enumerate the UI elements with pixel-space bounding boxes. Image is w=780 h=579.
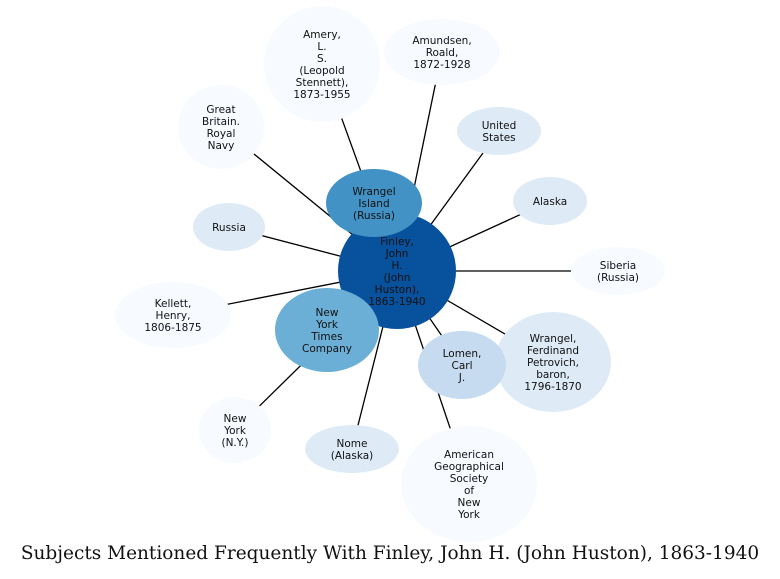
node-ags-label: Geographical bbox=[434, 461, 504, 473]
node-finley-label: Huston), bbox=[375, 284, 420, 296]
node-wrangel-island-label: Island bbox=[358, 198, 389, 210]
node-amery-label: S. bbox=[317, 53, 327, 65]
node-finley-ellipse bbox=[338, 213, 456, 329]
node-kellett-label: Henry, bbox=[156, 310, 191, 322]
node-amery-label: 1873-1955 bbox=[293, 89, 350, 101]
node-new-york-times-label: New bbox=[316, 307, 339, 319]
node-finley-label: Finley, bbox=[380, 236, 414, 248]
node-wrangel-island-label: Wrangel bbox=[352, 186, 395, 198]
node-amundsen-label: Roald, bbox=[426, 47, 459, 59]
node-new-york-times-label: York bbox=[315, 319, 339, 331]
node-great-britain-label: Royal bbox=[207, 128, 236, 140]
node-wrangel-ferdinand-ellipse bbox=[495, 312, 611, 412]
node-united-states-ellipse bbox=[457, 107, 541, 155]
node-alaska-label: Alaska bbox=[533, 196, 567, 208]
node-kellett-label: Kellett, bbox=[155, 298, 192, 310]
node-kellett-label: 1806-1875 bbox=[144, 322, 201, 334]
node-amery-label: Amery, bbox=[303, 29, 341, 41]
node-ags-ellipse bbox=[401, 426, 537, 542]
node-siberia-ellipse bbox=[571, 247, 665, 295]
node-new-york-times-label: Times bbox=[310, 331, 342, 343]
node-wrangel-ferdinand-label: 1796-1870 bbox=[524, 381, 581, 393]
node-amery-label: (Leopold bbox=[299, 65, 344, 77]
node-amundsen-label: 1872-1928 bbox=[413, 59, 470, 71]
node-new-york-times-label: Company bbox=[302, 343, 352, 355]
node-ags-label: American bbox=[444, 449, 494, 461]
node-finley-label: John bbox=[385, 248, 409, 260]
node-russia: Russia bbox=[193, 203, 265, 251]
node-nome: Nome(Alaska) bbox=[305, 425, 399, 473]
node-lomen-label: J. bbox=[458, 372, 465, 384]
node-nome-label: Nome bbox=[337, 438, 368, 450]
node-amery-ellipse bbox=[264, 6, 380, 122]
node-ags-label: York bbox=[457, 509, 481, 521]
node-new-york-times-ellipse bbox=[275, 288, 379, 372]
node-siberia-label: (Russia) bbox=[597, 272, 639, 284]
node-finley-label: 1863-1940 bbox=[368, 296, 425, 308]
node-amundsen-ellipse bbox=[384, 19, 500, 85]
node-united-states-label: United bbox=[482, 120, 517, 132]
node-new-york-ellipse bbox=[199, 397, 271, 463]
node-wrangel-ferdinand-label: Petrovich, bbox=[527, 357, 579, 369]
diagram-caption: Subjects Mentioned Frequently With Finle… bbox=[20, 543, 760, 564]
node-alaska: Alaska bbox=[513, 177, 587, 225]
node-nome-label: (Alaska) bbox=[331, 450, 374, 462]
node-siberia-label: Siberia bbox=[600, 260, 636, 272]
node-finley-label: (John bbox=[384, 272, 411, 284]
node-amundsen: Amundsen,Roald,1872-1928 bbox=[384, 19, 500, 85]
node-united-states-label: States bbox=[482, 132, 515, 144]
node-new-york-label: (N.Y.) bbox=[221, 437, 248, 449]
node-lomen-label: Lomen, bbox=[443, 348, 482, 360]
node-great-britain-ellipse bbox=[178, 85, 264, 169]
node-ags-label: of bbox=[464, 485, 474, 497]
node-ags-label: Society bbox=[450, 473, 489, 485]
node-wrangel-ferdinand-label: baron, bbox=[536, 369, 570, 381]
node-new-york-label: York bbox=[223, 425, 247, 437]
node-wrangel-ferdinand: Wrangel,FerdinandPetrovich,baron,1796-18… bbox=[495, 312, 611, 412]
node-wrangel-island-ellipse bbox=[326, 169, 422, 237]
node-russia-label: Russia bbox=[212, 222, 246, 234]
node-great-britain-label: Great bbox=[206, 104, 235, 116]
node-amundsen-label: Amundsen, bbox=[412, 35, 471, 47]
node-amery-label: Stennett), bbox=[296, 77, 349, 89]
node-amery-label: L. bbox=[317, 41, 326, 53]
node-great-britain-label: Britain. bbox=[202, 116, 240, 128]
node-wrangel-island-label: (Russia) bbox=[353, 210, 395, 222]
node-new-york-label: New bbox=[224, 413, 247, 425]
node-finley-label: H. bbox=[391, 260, 402, 272]
node-kellett: Kellett,Henry,1806-1875 bbox=[115, 282, 231, 348]
node-lomen-ellipse bbox=[418, 331, 506, 399]
node-wrangel-ferdinand-label: Ferdinand bbox=[527, 345, 579, 357]
node-siberia: Siberia(Russia) bbox=[571, 247, 665, 295]
node-ags-label: New bbox=[458, 497, 481, 509]
node-wrangel-ferdinand-label: Wrangel, bbox=[530, 333, 577, 345]
node-russia-ellipse bbox=[193, 203, 265, 251]
node-kellett-ellipse bbox=[115, 282, 231, 348]
node-great-britain-label: Navy bbox=[208, 140, 235, 152]
node-lomen-label: Carl bbox=[452, 360, 473, 372]
node-nome-ellipse bbox=[305, 425, 399, 473]
node-alaska-ellipse bbox=[513, 177, 587, 225]
